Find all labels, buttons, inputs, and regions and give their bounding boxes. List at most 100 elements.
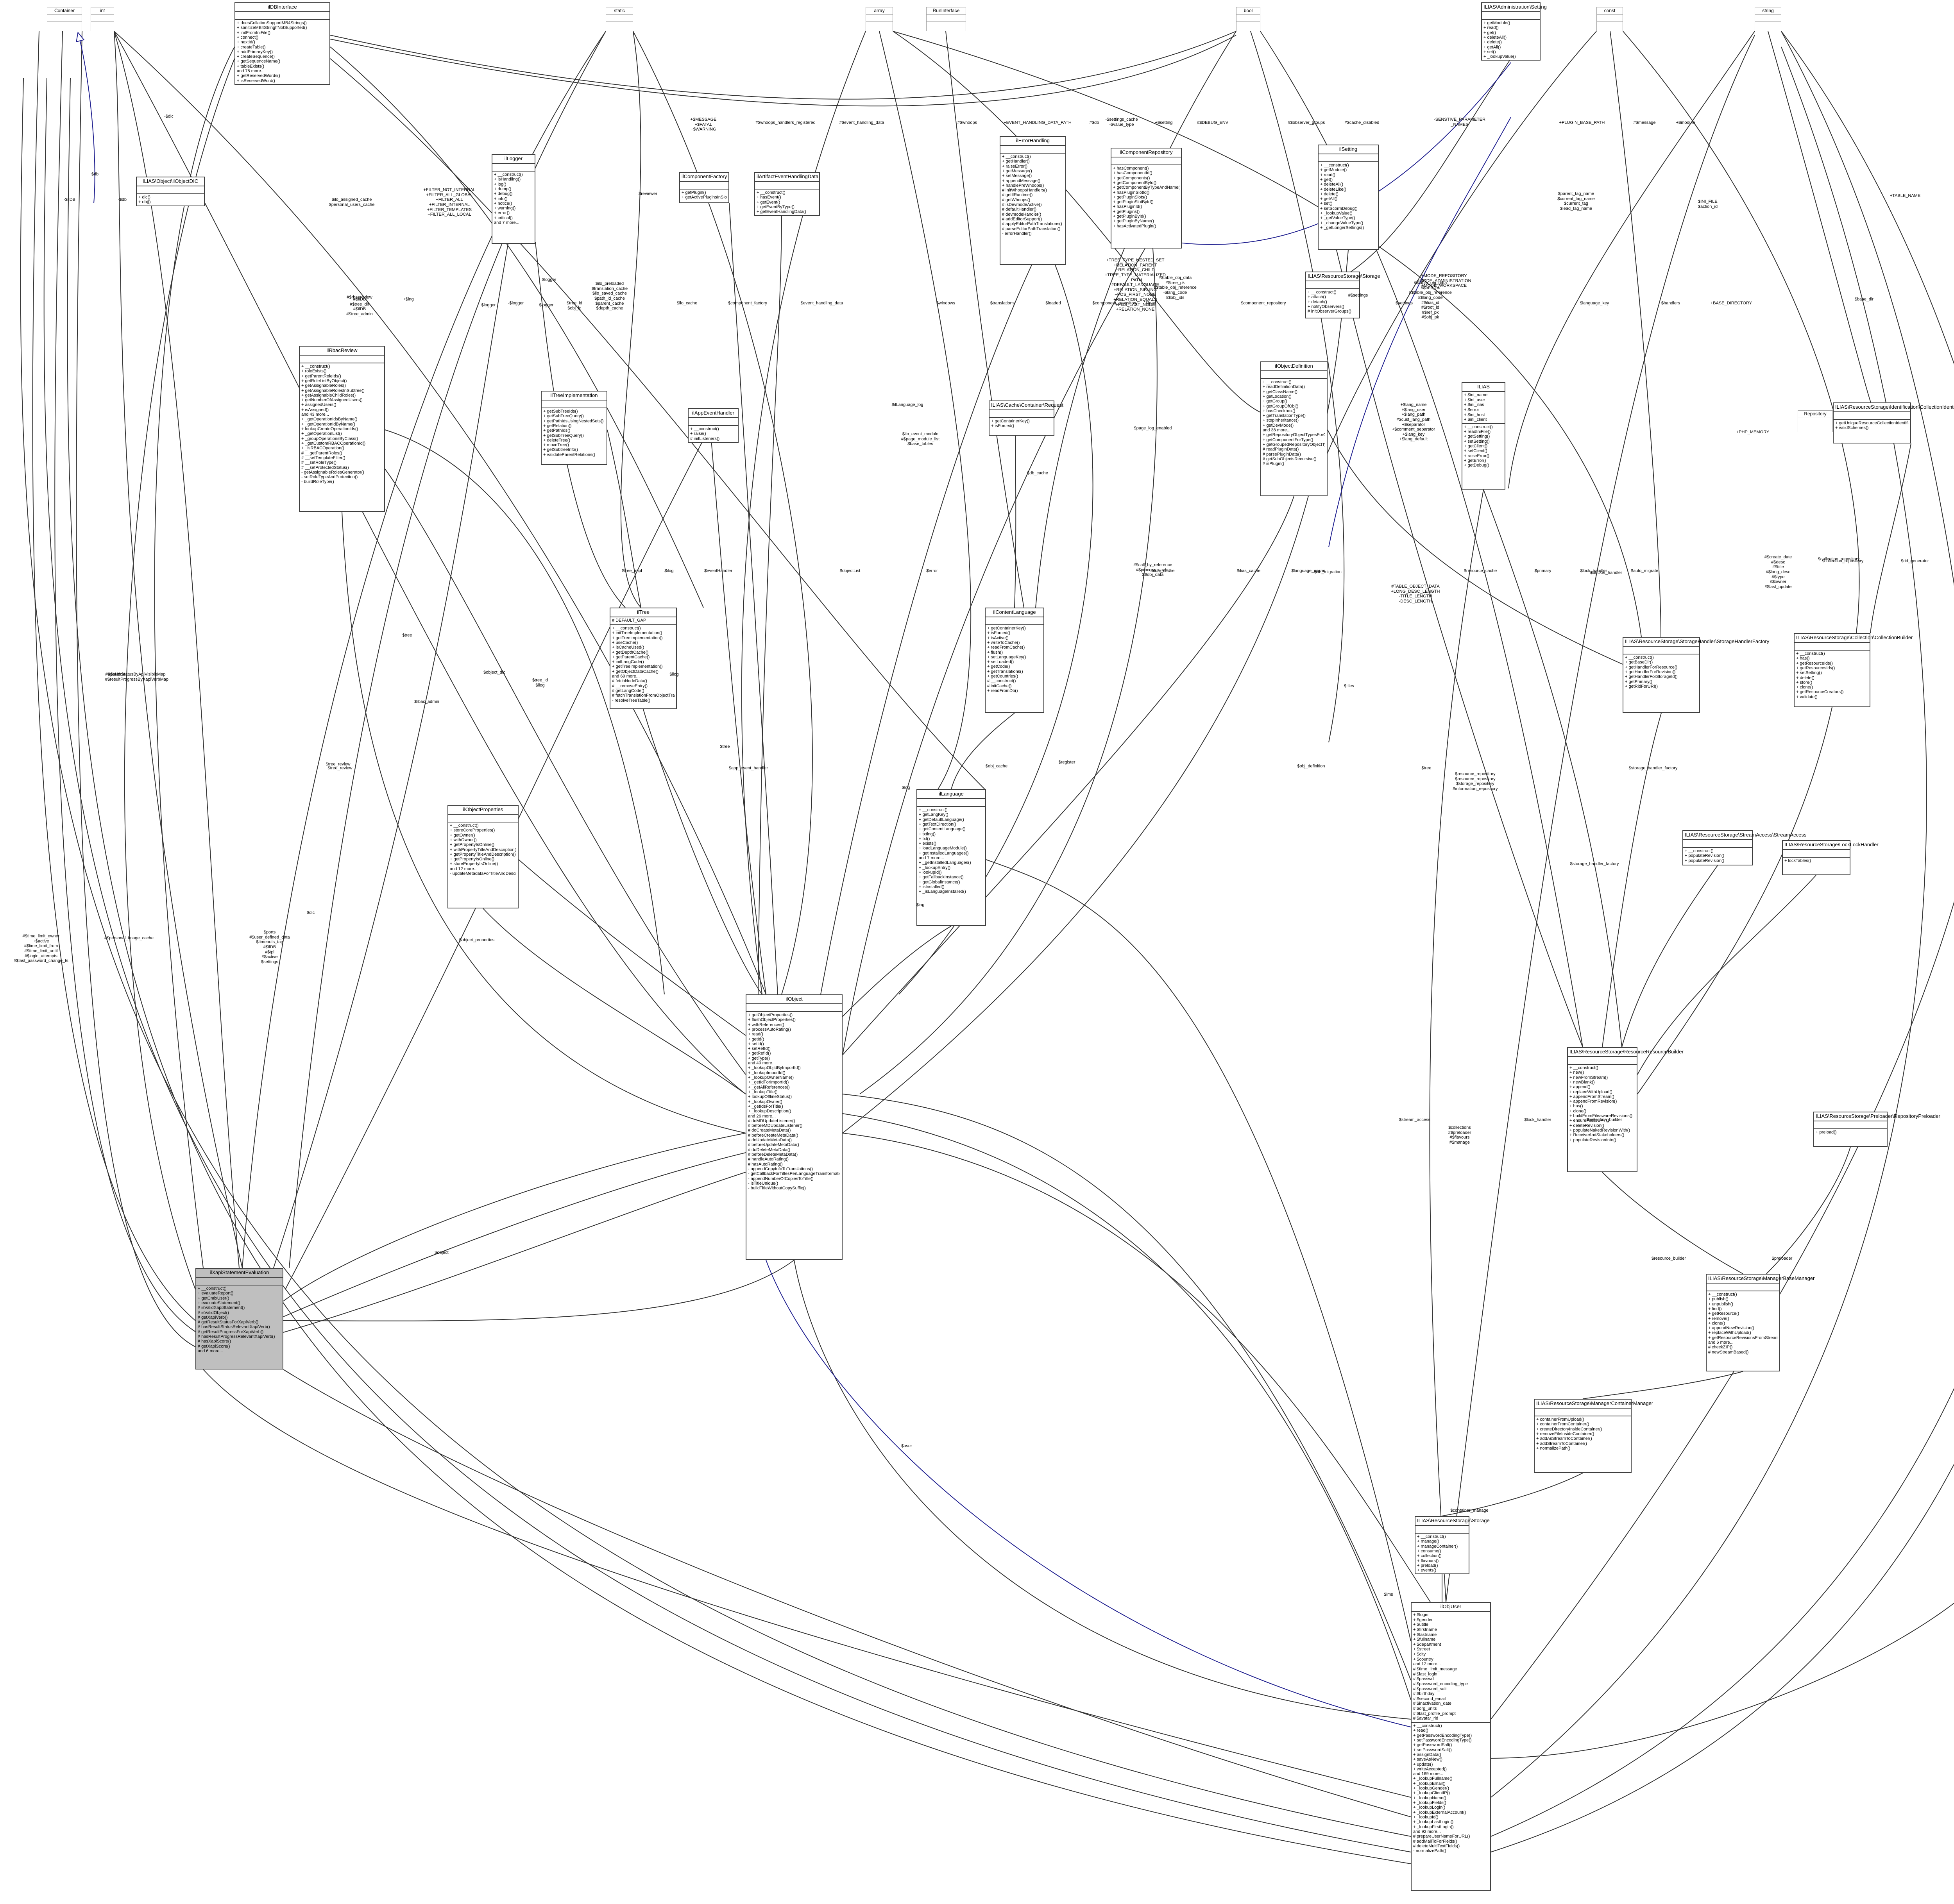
edge-label: #$message (1633, 120, 1656, 125)
class-operation: + flush() (987, 650, 1003, 655)
class-node-ilcontentlanguage[interactable]: ilContentLanguage+ getContainerKey()+ is… (985, 608, 1044, 713)
class-node-bool[interactable]: bool (1236, 7, 1260, 31)
edge-label: $logger (539, 303, 554, 308)
edge-label: #$authStatusByApiVisibleMap #$resultProg… (105, 672, 169, 682)
class-node-operations: + __construct()+ manage()+ manageContain… (1415, 1534, 1469, 1574)
class-node-attributes (746, 1004, 842, 1012)
class-operation: + _lookupFirstLogin() (1413, 1824, 1454, 1829)
class-operation: + initFromIniFile() (237, 30, 270, 35)
class-operation: + roleExists() (301, 369, 327, 374)
class-node-ilias_rs_resourcebuilder[interactable]: ILIAS\ResourceStorage\ResourceResourceBu… (1567, 1047, 1684, 1172)
class-node-attributes (1415, 1526, 1469, 1534)
class-operation: + getError() (1464, 458, 1486, 463)
class-node-illogger[interactable]: ilLogger+ __construct()+ isHandling()+ l… (492, 154, 535, 244)
class-node-const[interactable]: const (1596, 7, 1623, 31)
class-node-attributes (680, 182, 728, 190)
class-node-repository_lbl[interactable]: Repository (1798, 410, 1833, 432)
class-node-iltree[interactable]: ilTree# DEFAULT_GAP+ __construct()+ init… (610, 608, 677, 709)
class-operation: + evaluateReport() (198, 1291, 234, 1296)
class-operation: + hasComponent() (1113, 166, 1149, 171)
class-node-ilobject[interactable]: ilObject+ getObjectProperties()+ flushOb… (746, 994, 843, 1260)
class-operation: + getPluginSlotById() (1113, 200, 1154, 205)
class-operation: + getSubTreeQuery() (543, 433, 584, 438)
class-operation: + getGroup() (1263, 399, 1287, 404)
class-node-int[interactable]: int (91, 7, 114, 31)
class-attribute: + $ini_name (1464, 392, 1488, 397)
class-operation: + getRepositoryObjectTypesForComponent() (1263, 433, 1325, 438)
class-node-ilrbacreview[interactable]: ilRbacReview+ __construct()+ roleExists(… (299, 346, 385, 512)
class-node-static[interactable]: static (606, 7, 633, 31)
class-node-ilias_resourcestorage_storage[interactable]: ILIAS\ResourceStorage\Storage+ __constru… (1305, 272, 1380, 318)
class-operation: + getGroupOfObj() (1263, 404, 1299, 409)
class-node-ilias_object_ildbpdo[interactable]: ILIAS\Object\ilObjectDIC+ dic()+ obj() (136, 177, 205, 206)
class-operation: + warning() (494, 206, 516, 211)
class-operation: + _getLongerSettings() (1320, 225, 1364, 230)
class-node-operations: + __construct()+ publish()+ unpublish()+… (1707, 1291, 1779, 1355)
class-node-title: ilAppEventHandler (689, 409, 738, 418)
class-operation: + dump() (494, 186, 512, 191)
class-node-ilias_rs_storage[interactable]: ILIAS\ResourceStorage\Storage+ __constru… (1415, 1516, 1490, 1575)
class-node-attributes (47, 15, 82, 22)
class-operation: + getParentRoleIds() (301, 374, 341, 379)
class-node-ilobjproperties[interactable]: ilObjectProperties+ __construct()+ store… (447, 805, 519, 908)
class-node-ilxapistatementevaluation[interactable]: ilXapiStatementEvaluation+ __construct()… (195, 1268, 283, 1369)
class-operation: + newBlank() (1569, 1080, 1595, 1085)
edge-label: $register (1058, 760, 1075, 765)
class-node-ilias_rs_manager_basemanager[interactable]: ILIAS\ResourceStorage\ManagerBaseManager… (1706, 1274, 1814, 1371)
class-node-ilias_rs_collection_generator[interactable]: ILIAS\ResourceStorage\Identification\Col… (1833, 402, 1954, 443)
class-operation: + isInstalled() (919, 884, 945, 889)
class-node-ilcomponentfactory[interactable]: ilComponentFactory+ getPlugin()+ getActi… (679, 172, 729, 203)
class-node-ilias_cache_container_request[interactable]: ILIAS\Cache\Container\Request+ getContai… (989, 400, 1063, 436)
class-node-container[interactable]: Container (47, 7, 82, 31)
edge-label: $ilo_assigned_cache $personal_users_cach… (329, 197, 375, 207)
class-node-ilerrorhandling[interactable]: ilErrorHandling+ __construct()+ getHandl… (1000, 136, 1066, 265)
class-node-ilsetting[interactable]: ilSetting+ __construct()+ getModule()+ r… (1318, 145, 1379, 250)
class-node-runinterface[interactable]: RunInterface (926, 7, 966, 31)
class-node-ilias_rs_lockhandler[interactable]: ILIAS\ResourceStorage\LockLockHandler+ l… (1782, 840, 1879, 875)
class-attribute: + $city (1413, 1652, 1426, 1657)
class-node-ilias_rs_stakeholder_streamaccess[interactable]: ILIAS\ResourceStorage\StreamAccess\Strea… (1682, 830, 1806, 865)
class-operation: + detach() (1308, 299, 1327, 304)
class-node-ilias_ilias[interactable]: ILIAS+ $ini_name+ $ini_user+ $ini_ilias+… (1462, 382, 1505, 490)
class-operation: + lookupOfflineStatus() (748, 1094, 792, 1099)
class-node-operations: + __construct()+ attach()+ detach()+ not… (1306, 289, 1359, 315)
class-node-attributes (542, 400, 607, 408)
class-operation: + getResourceCreators() (1796, 690, 1844, 695)
class-node-attributes (448, 815, 518, 822)
class-node-ilias_rs_manager_containermanager[interactable]: ILIAS\ResourceStorage\ManagerContainerMa… (1534, 1399, 1653, 1473)
class-node-ilias_admin_setting[interactable]: ILIAS\Administration\Setting+ getModule(… (1481, 2, 1547, 61)
class-operation: + __construct() (1569, 1065, 1598, 1070)
class-operation: + getSubTreeIds() (543, 409, 578, 414)
class-operation: # beforeUpdateMetaData() (748, 1142, 799, 1148)
class-node-ilobjuser[interactable]: ilObjUser+ $login+ $gender+ $utitle+ $fi… (1411, 1602, 1491, 1891)
class-node-ildbinterface[interactable]: ilDBInterface+ doesCollationSupportMB4St… (234, 2, 330, 85)
class-attribute: + $fullname (1413, 1637, 1436, 1642)
class-node-array[interactable]: array (866, 7, 893, 31)
class-operation: + saveAsNew() (1413, 1757, 1442, 1762)
class-node-string[interactable]: string (1755, 7, 1781, 31)
class-node-ilartifacteventhandlingdata[interactable]: ilArtifactEventHandlingData+ __construct… (754, 172, 820, 216)
class-node-ilappeventhandler[interactable]: ilAppEventHandler+ __construct()+ raise(… (688, 408, 739, 443)
edge-label: $auto_migrate (1630, 569, 1659, 573)
class-operation: + handlePreWhoops() (1002, 183, 1044, 188)
class-node-ilias_rs_preloader[interactable]: ILIAS\ResourceStorage\Preloader\Reposito… (1813, 1112, 1940, 1147)
edge-label: $windows (936, 301, 956, 306)
class-operation: + __construct() (494, 172, 523, 177)
class-operation: + critical() (494, 215, 513, 220)
class-node-operations (1597, 22, 1623, 29)
class-node-operations: + __construct()+ hasEvent()+ getEvent()+… (755, 190, 819, 215)
class-node-ilias_rs_storagehandler_factory[interactable]: ILIAS\ResourceStorage\StorageHandler\Sto… (1623, 637, 1769, 713)
edge-label: +BASE_DIRECTORY (1710, 301, 1752, 306)
edge-label: $storage_handler_factory (1570, 862, 1619, 866)
class-operation: + getAssignableRoles() (301, 383, 346, 388)
class-operation: - appendNumberOfCopiesToTitle() (748, 1176, 814, 1181)
class-operation: + dic() (138, 195, 150, 200)
class-node-ilcomponentrepository[interactable]: ilComponentRepository+ hasComponent()+ h… (1111, 148, 1182, 249)
class-node-iltreeimplementation[interactable]: ilTreeImplementation+ getSubTreeIds()+ g… (541, 391, 607, 465)
class-operation: - getAssignableRolesGenerator() (301, 470, 364, 475)
class-node-illanguage[interactable]: ilLanguage+ __construct()+ getLangKey()+… (916, 789, 986, 926)
class-operation: + getObjectProperties() (748, 1012, 793, 1017)
class-operation: + getCmixUser() (198, 1296, 229, 1301)
class-node-ilobjectdefinition[interactable]: ilObjectDefinition+ __construct()+ readD… (1260, 361, 1328, 496)
class-node-ilias_rs_collection_collectionbuilder[interactable]: ILIAS\ResourceStorage\Collection\Collect… (1794, 633, 1913, 707)
